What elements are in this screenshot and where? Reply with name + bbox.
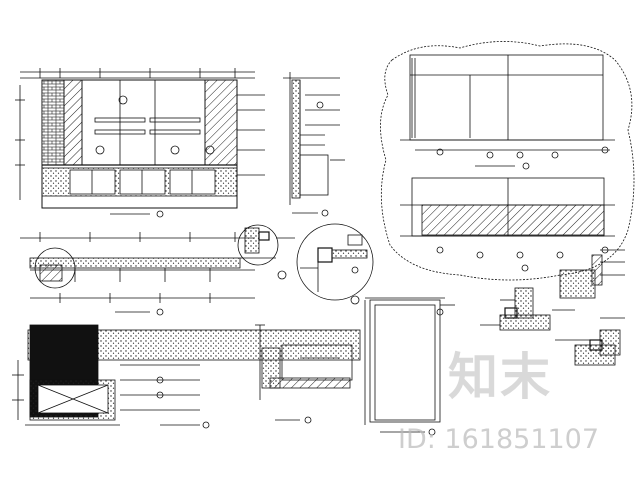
detail-drawing-2 <box>480 287 575 331</box>
section-drawing-1 <box>283 72 345 217</box>
detail-drawing-1 <box>255 324 353 424</box>
detail-callout-2 <box>296 223 374 305</box>
watermark-logo: 知末 <box>448 348 552 406</box>
watermark-id-text: ID: 161851107 <box>398 424 600 455</box>
revision-cloud-area <box>380 41 635 281</box>
door-elevation <box>364 297 455 436</box>
section-drawing-2 <box>12 324 361 429</box>
plan-drawing-1 <box>20 232 255 316</box>
elevation-drawing-1 <box>15 68 265 218</box>
detail-drawing-4 <box>555 317 625 366</box>
detail-drawing-3 <box>559 249 625 299</box>
detail-callout-1 <box>237 224 295 280</box>
